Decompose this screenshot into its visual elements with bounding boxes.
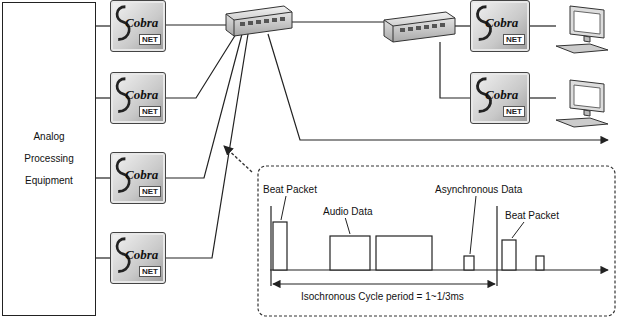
node-subtitle: NET xyxy=(503,106,525,117)
packet-label: Beat Packet xyxy=(262,184,318,196)
node-title: Analog Processing Equipment xyxy=(3,126,95,192)
equipment-box: Analog Processing Equipment xyxy=(2,2,96,316)
node-subtitle: NET xyxy=(139,266,161,277)
cobranet-device: CobraNET xyxy=(110,0,166,52)
audio-wire xyxy=(96,257,110,258)
packet-label: Beat Packet xyxy=(504,210,560,222)
ethernet-switch xyxy=(384,12,455,42)
node-subtitle: NET xyxy=(139,34,161,45)
audio-wire xyxy=(96,97,110,98)
node-title: Cobra xyxy=(125,87,158,103)
node-subtitle: NET xyxy=(503,34,525,45)
inset-frame xyxy=(258,166,615,316)
node-title: Cobra xyxy=(125,167,158,183)
cobranet-device: CobraNET xyxy=(470,0,530,52)
inset-pointer xyxy=(224,146,252,172)
network-arrow xyxy=(268,34,608,140)
node-title: Cobra xyxy=(485,87,518,103)
computer-icon xyxy=(556,6,608,53)
ethernet-switch xyxy=(226,6,292,36)
cobranet-device: CobraNET xyxy=(110,232,166,284)
cycle-period-label: Isochronous Cycle period = 1~1/3ms xyxy=(300,291,465,303)
audio-wire xyxy=(96,177,110,178)
cobranet-device: CobraNET xyxy=(110,152,166,204)
node-title: Cobra xyxy=(485,15,518,31)
audio-wire xyxy=(96,25,110,26)
packet-label: Asynchronous Data xyxy=(434,184,523,196)
node-subtitle: NET xyxy=(139,186,161,197)
computer-icon xyxy=(556,80,608,127)
node-title: Cobra xyxy=(125,247,158,263)
node-title: Cobra xyxy=(125,15,158,31)
cobranet-device: CobraNET xyxy=(110,72,166,124)
packet-label: Audio Data xyxy=(322,206,373,218)
timing-chart xyxy=(270,196,608,286)
cobranet-device: CobraNET xyxy=(470,72,530,124)
node-subtitle: NET xyxy=(139,106,161,117)
